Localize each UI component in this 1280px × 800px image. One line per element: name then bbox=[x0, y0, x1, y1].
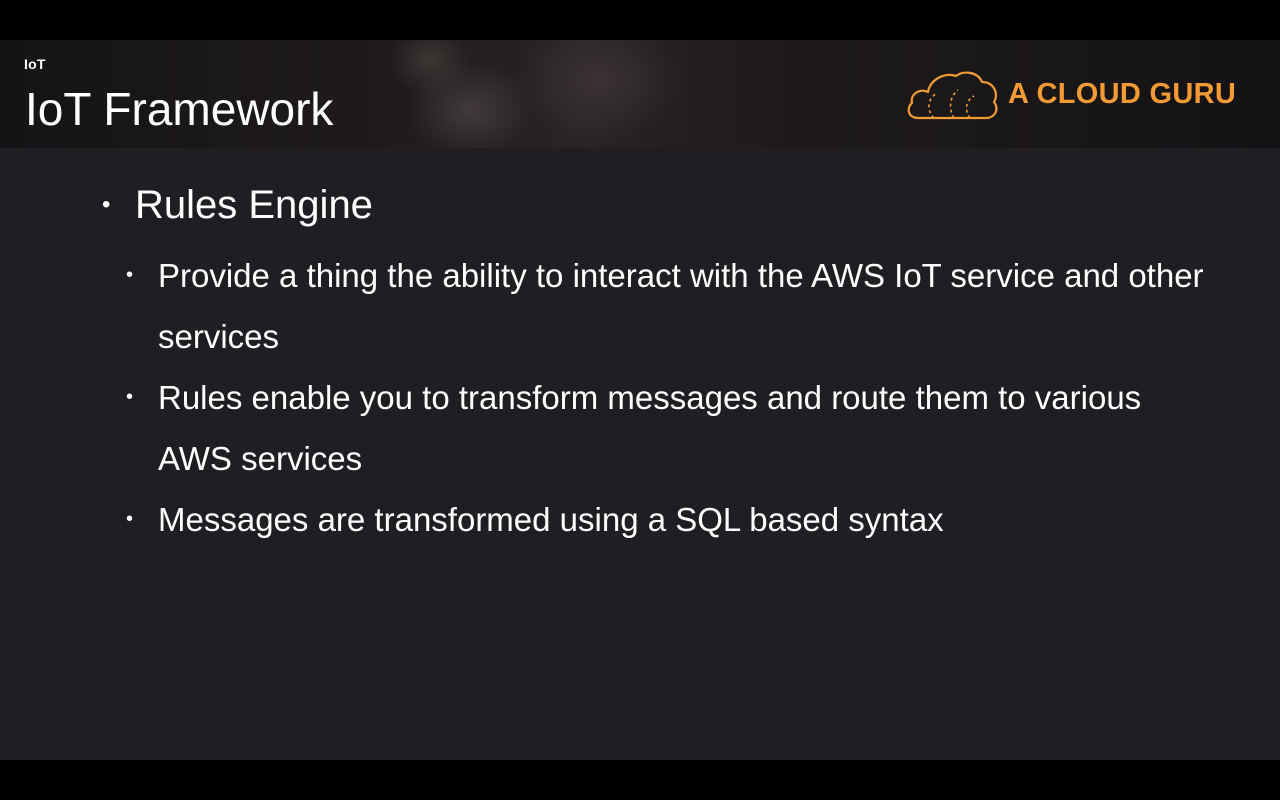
cloud-logo-icon bbox=[907, 71, 998, 120]
slide-content: • Rules Engine • Provide a thing the abi… bbox=[0, 148, 1280, 760]
logo-text: A CLOUD GURU bbox=[1008, 78, 1237, 110]
bullet-dot: • bbox=[102, 191, 111, 218]
bullet-dot: • bbox=[126, 386, 134, 408]
slide-header: IoT IoT Framework A CLOUD GURU bbox=[0, 40, 1280, 148]
slide: IoT IoT Framework A CLOUD GURU • Rules E… bbox=[0, 40, 1280, 760]
list-item-text: Messages are transformed using a SQL bas… bbox=[158, 501, 944, 538]
section-heading: Rules Engine bbox=[135, 183, 373, 227]
letterbox-bottom bbox=[0, 760, 1280, 800]
page-title: IoT Framework bbox=[25, 83, 334, 135]
list-item: • Messages are transformed using a SQL b… bbox=[126, 489, 1206, 550]
bullet-dot: • bbox=[126, 264, 134, 286]
section-label: IoT bbox=[24, 56, 46, 72]
list-item-text: Provide a thing the ability to interact … bbox=[158, 257, 1204, 355]
list-item: • Rules enable you to transform messages… bbox=[126, 367, 1206, 489]
bullet-dot: • bbox=[126, 508, 134, 530]
brand-logo: A CLOUD GURU bbox=[904, 66, 1244, 122]
list-item-text: Rules enable you to transform messages a… bbox=[158, 379, 1142, 477]
letterbox-top bbox=[0, 0, 1280, 40]
list-item: • Provide a thing the ability to interac… bbox=[126, 245, 1206, 367]
